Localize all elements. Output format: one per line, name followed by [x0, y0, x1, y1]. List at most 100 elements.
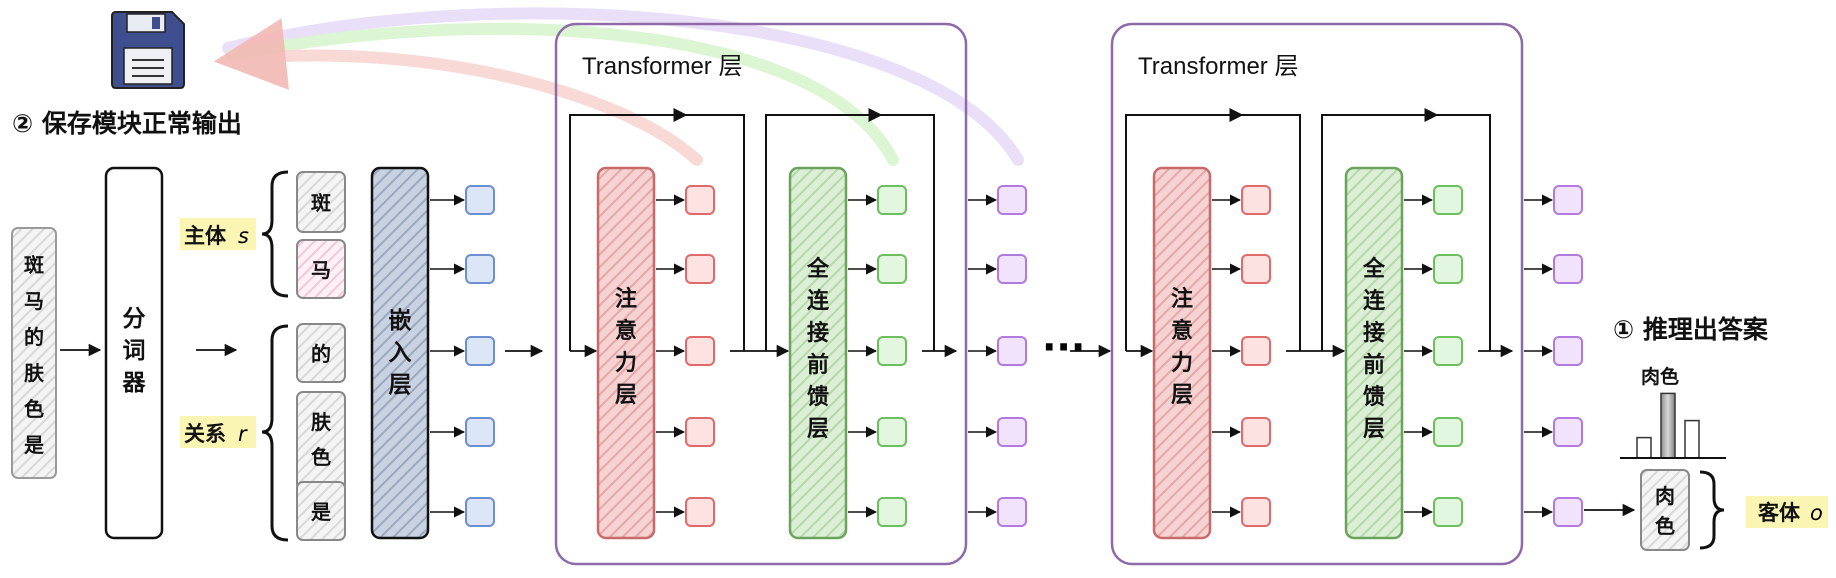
- vector-box: [1553, 185, 1583, 215]
- ffn-char: 前: [1363, 352, 1385, 378]
- input-char: 肤: [24, 361, 45, 385]
- attention-vector-box: [1241, 417, 1271, 447]
- input-char: 是: [23, 433, 44, 457]
- attention-vector-box: [685, 497, 715, 527]
- transformer-block-title: Transformer 层: [582, 53, 742, 80]
- token-char: 肤: [311, 410, 332, 434]
- token-char: 马: [311, 258, 331, 282]
- ffn-char: 连: [1363, 288, 1386, 314]
- ffn-char: 连: [807, 288, 830, 314]
- vector-box: [465, 185, 495, 215]
- embedding-char: 层: [389, 372, 412, 398]
- answer-char: 色: [1655, 514, 1675, 538]
- attention-char: 意: [615, 318, 637, 344]
- object-label: 客体 o: [1746, 496, 1828, 528]
- token-box: [296, 239, 346, 299]
- svg-text:主体: 主体: [184, 224, 227, 248]
- attention-char: 力: [615, 351, 637, 376]
- ffn-char: 前: [807, 352, 829, 378]
- ellipsis: ···: [1042, 325, 1085, 369]
- object-brace: [1699, 470, 1725, 550]
- vector-box: [997, 417, 1027, 447]
- vector-box: [997, 185, 1027, 215]
- attention-vector-box: [685, 336, 715, 366]
- attention-vector-box: [685, 254, 715, 284]
- tokenizer-char: 分: [123, 306, 146, 332]
- ffn-vector-box: [1433, 336, 1463, 366]
- ffn-vector-box: [877, 254, 907, 284]
- attention-vector-box: [1241, 254, 1271, 284]
- residual-path: [1321, 114, 1491, 351]
- attention-char: 力: [1171, 351, 1193, 376]
- output-prob-bar: [1684, 419, 1700, 459]
- svg-text:r: r: [238, 422, 248, 446]
- vector-box: [465, 497, 495, 527]
- token-box: [296, 481, 346, 541]
- output-prob-bar: [1636, 436, 1652, 459]
- vector-box: [1553, 417, 1583, 447]
- ffn-char: 接: [1363, 321, 1385, 346]
- subject-brace: [261, 170, 289, 298]
- ffn-vector-box: [877, 417, 907, 447]
- save-step-label: ② 保存模块正常输出: [12, 109, 242, 138]
- output-bar-chart: [1636, 392, 1700, 459]
- input-char: 斑: [24, 253, 44, 277]
- tokenizer-char: 词: [123, 338, 146, 364]
- token-box: [296, 323, 346, 383]
- embedding-layer: 嵌入层: [370, 166, 430, 540]
- attention-vector-box: [1241, 336, 1271, 366]
- svg-text:o: o: [1810, 501, 1823, 525]
- vector-box: [1553, 254, 1583, 284]
- svg-text:客体: 客体: [1758, 501, 1801, 525]
- vector-box: [465, 417, 495, 447]
- ffn-vector-box: [1433, 185, 1463, 215]
- tokenizer-box: 分词器: [104, 166, 164, 540]
- ffn-char: 接: [807, 321, 829, 346]
- token-char: 斑: [311, 191, 331, 215]
- vector-box: [1553, 336, 1583, 366]
- embedding-char: 入: [389, 340, 412, 366]
- residual-path: [765, 114, 935, 351]
- residual-path: [1125, 114, 1301, 351]
- token-char: 是: [310, 500, 331, 524]
- attention-char: 注: [615, 286, 637, 312]
- vector-box: [997, 497, 1027, 527]
- attention-vector-box: [1241, 185, 1271, 215]
- ffn-vector-box: [877, 497, 907, 527]
- ffn-vector-box: [1433, 497, 1463, 527]
- attention-vector-box: [685, 185, 715, 215]
- ffn-vector-box: [877, 336, 907, 366]
- attention-layer: [1152, 166, 1212, 540]
- input-char: 马: [24, 289, 44, 313]
- answer-box: 肉色: [1640, 469, 1690, 551]
- vector-box: [465, 336, 495, 366]
- ffn-char: 全: [806, 256, 830, 282]
- bar-chart-label: 肉色: [1641, 365, 1679, 388]
- relation-label: 关系 r: [180, 416, 256, 448]
- vector-box: [997, 254, 1027, 284]
- ffn-char: 全: [1362, 256, 1386, 282]
- tokenizer-char: 器: [122, 370, 147, 396]
- attention-layer: [596, 166, 656, 540]
- ffn-layer: [1344, 166, 1404, 540]
- token-box: [296, 391, 346, 491]
- ffn-char: 馈: [807, 384, 829, 410]
- token-char: 的: [311, 342, 331, 366]
- output-prob-bar: [1660, 392, 1676, 459]
- attention-char: 意: [1171, 318, 1193, 344]
- relation-brace: [261, 324, 289, 542]
- transformer-block-title: Transformer 层: [1138, 53, 1298, 80]
- vector-box: [465, 254, 495, 284]
- attention-char: 层: [615, 383, 637, 408]
- attention-char: 层: [1171, 383, 1193, 408]
- embedding-char: 嵌: [389, 308, 412, 334]
- subject-label: 主体 s: [180, 218, 256, 250]
- residual-path: [569, 114, 745, 351]
- token-char: 色: [311, 445, 331, 469]
- token-box: [296, 171, 346, 233]
- vector-box: [997, 336, 1027, 366]
